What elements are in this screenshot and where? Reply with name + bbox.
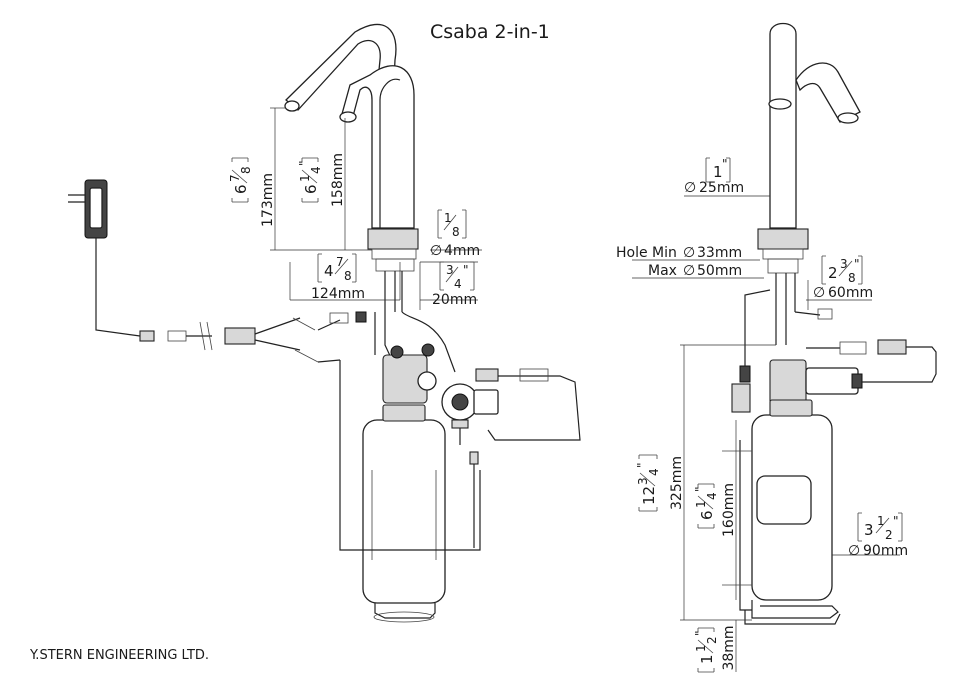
drawing-title: Csaba 2-in-1 (430, 21, 550, 43)
dim-325-inch: " (635, 462, 649, 468)
dim-38-whole: 1 (698, 654, 716, 664)
dim-325-den: 4 (647, 468, 661, 476)
dim-90mm-den: 2 (885, 528, 893, 542)
dim-4mm-label: 4mm (444, 243, 480, 259)
dim-158-inch: " (297, 160, 311, 166)
dim-90mm-inch: " (893, 514, 899, 528)
dim-spout-height-low: 158mm 6 1 4 " (297, 153, 346, 207)
hole-min-prefix: ∅ (683, 245, 695, 261)
dim-38-den: 2 (705, 636, 719, 644)
dim-158-whole: 6 (302, 184, 320, 194)
dim-38-inch: " (693, 630, 707, 636)
dim-total-below: 325mm 12 3 4 " (635, 454, 685, 512)
dim-173mm-label: 173mm (260, 173, 276, 227)
dim-60mm-label: 60mm (828, 285, 873, 301)
dim-160-whole: 6 (698, 510, 716, 520)
dim-spout-reach: 4 7 8 124mm (311, 253, 365, 302)
dim-20mm-den: 4 (454, 277, 462, 291)
dim-20mm-inch: " (463, 263, 469, 277)
left-faucet-assembly (68, 23, 581, 623)
dim-4mm-num: 1 (444, 211, 452, 225)
dim-thread-length: 3 4 " 20mm (432, 261, 477, 308)
dim-90mm-num: 1 (877, 514, 885, 528)
dim-tank-diameter: 3 1 2 " ∅ 90mm (848, 512, 908, 559)
dim-25mm-inch: " (722, 157, 728, 171)
dim-160-num: 1 (694, 500, 708, 508)
dim-158-den: 4 (309, 166, 323, 174)
hole-max-label: Max (648, 263, 677, 279)
dim-90mm-label: 90mm (863, 543, 908, 559)
dim-173-whole: 6 (232, 184, 250, 194)
dim-160-den: 4 (705, 492, 719, 500)
dim-325mm-label: 325mm (669, 456, 685, 510)
dim-20mm-num: 3 (446, 263, 454, 277)
dim-hole-size: Hole Min ∅ 33mm Max ∅ 50mm (616, 245, 742, 279)
right-faucet-assembly (722, 22, 937, 625)
dim-outlet-diameter: 1 8 ∅ 4mm (430, 209, 480, 259)
dim-foot-height: 38mm 1 1 2 " (693, 625, 737, 673)
hole-max-value: 50mm (697, 263, 742, 279)
dim-4mm-den: 8 (452, 225, 460, 239)
dim-4mm-prefix: ∅ (430, 243, 442, 259)
dim-25mm-whole: 1 (713, 163, 723, 181)
hole-min-value: 33mm (697, 245, 742, 261)
dim-160mm-label: 160mm (721, 483, 737, 537)
dim-90mm-whole: 3 (864, 521, 874, 539)
dim-158mm-label: 158mm (330, 153, 346, 207)
dim-spout-height-high: 173mm 6 7 8 (228, 157, 276, 227)
dim-25mm-label: 25mm (699, 180, 744, 196)
dim-60mm-whole: 2 (828, 264, 838, 282)
dim-tube-diameter: 1 " ∅ 25mm (684, 157, 744, 196)
dim-124-den: 8 (344, 269, 352, 283)
dim-173-den: 8 (239, 166, 253, 174)
dim-tank-height: 160mm 6 1 4 " (693, 483, 737, 537)
dim-60mm-inch: " (854, 257, 860, 271)
hole-min-label: Hole Min (616, 245, 677, 261)
dim-20mm-label: 20mm (432, 292, 477, 308)
dim-60mm-prefix: ∅ (813, 285, 825, 301)
dim-38mm-label: 38mm (721, 625, 737, 670)
dim-173-num: 7 (228, 174, 242, 182)
dim-124mm-label: 124mm (311, 286, 365, 302)
dim-60mm-num: 3 (840, 257, 848, 271)
dim-158-num: 1 (298, 174, 312, 182)
dim-base-diameter: 2 3 8 " ∅ 60mm (813, 255, 873, 301)
dim-160-inch: " (693, 486, 707, 492)
hole-max-prefix: ∅ (683, 263, 695, 279)
dim-25mm-prefix: ∅ (684, 180, 696, 196)
dim-60mm-den: 8 (848, 271, 856, 285)
dim-325-whole: 12 (640, 486, 658, 505)
dim-325-num: 3 (636, 477, 650, 485)
company-name: Y.STERN ENGINEERING LTD. (29, 648, 209, 663)
dim-38-num: 1 (694, 644, 708, 652)
dim-124-whole: 4 (324, 262, 334, 280)
dim-124-num: 7 (336, 255, 344, 269)
left-dimension-lines (270, 107, 482, 310)
dim-90mm-prefix: ∅ (848, 543, 860, 559)
right-dimension-lines (632, 195, 900, 672)
